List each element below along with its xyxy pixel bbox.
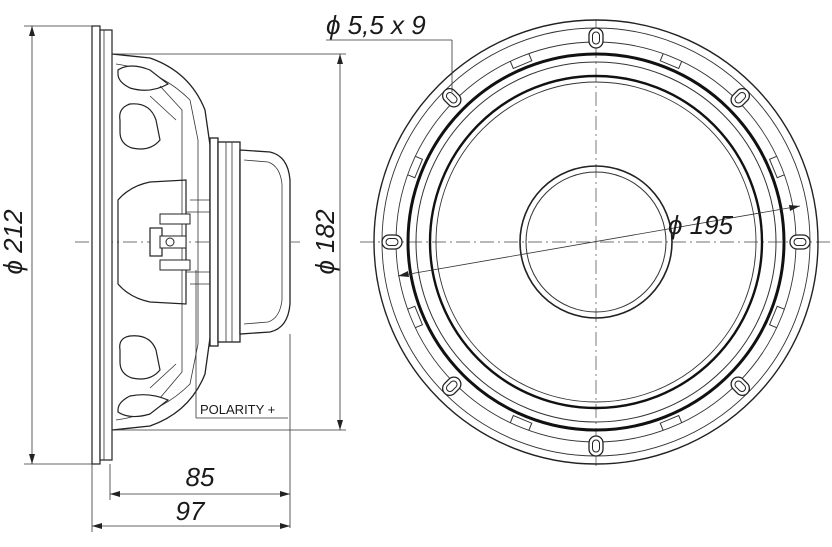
dust-cap-outer: [519, 165, 673, 319]
frame-tab: [509, 414, 533, 431]
frame-outer-ring: [373, 19, 819, 465]
mounting-hole: [588, 435, 604, 457]
front-dimensions: ϕ 5,5 x 9 ϕ 195: [326, 10, 801, 277]
mounting-hole: [588, 27, 604, 49]
surround-inner: [435, 81, 757, 403]
gasket-ring: [406, 52, 786, 432]
basket-window-upper: [119, 103, 161, 150]
depth-total-label: 97: [176, 496, 206, 526]
surround-outer: [428, 74, 764, 410]
side-view: [75, 25, 300, 465]
front-view: [360, 19, 830, 470]
mounting-hole: [441, 376, 462, 397]
magnet-front-plate: [209, 137, 219, 347]
magnet-ring: [217, 141, 241, 343]
mounting-hole: [789, 234, 811, 250]
hole-dimension-label: ϕ 5,5 x 9: [326, 10, 426, 40]
basket-window-lower: [119, 335, 161, 380]
bolt-circle-label: ϕ 195: [668, 210, 734, 240]
dim-line-195: [397, 205, 801, 277]
terminal-tab-lower: [159, 259, 191, 271]
mounting-holes: [381, 27, 811, 457]
frame-tab: [659, 53, 683, 70]
frame-tab: [659, 414, 683, 431]
frame-tab: [407, 305, 424, 329]
magnet-diameter-label: ϕ 182: [310, 209, 340, 275]
basket-rib-bottom: [117, 394, 170, 418]
mounting-hole: [441, 87, 462, 108]
outer-diameter-label: ϕ 212: [0, 209, 28, 275]
frame-tab: [768, 155, 785, 179]
polarity-label: POLARITY +: [200, 402, 275, 417]
mounting-hole: [730, 87, 751, 108]
mounting-plate: [99, 29, 113, 461]
mounting-hole: [730, 376, 751, 397]
frame-tab: [768, 305, 785, 329]
side-dimensions: ϕ 212 ϕ 182 85 97 POLARITY +: [0, 25, 346, 532]
dust-cap: [525, 171, 667, 313]
front-flange: [91, 25, 101, 465]
terminal-screw: [165, 237, 175, 247]
basket-rib-top: [117, 65, 170, 91]
mounting-hole: [381, 234, 403, 250]
depth-inner-label: 85: [186, 462, 215, 492]
terminal-tab-upper: [159, 213, 191, 225]
magnet-back-plate: [239, 149, 291, 335]
frame-tab: [407, 155, 424, 179]
frame-tab: [509, 53, 533, 70]
terminal-housing: [117, 179, 187, 305]
frame-tabs: [407, 53, 785, 431]
